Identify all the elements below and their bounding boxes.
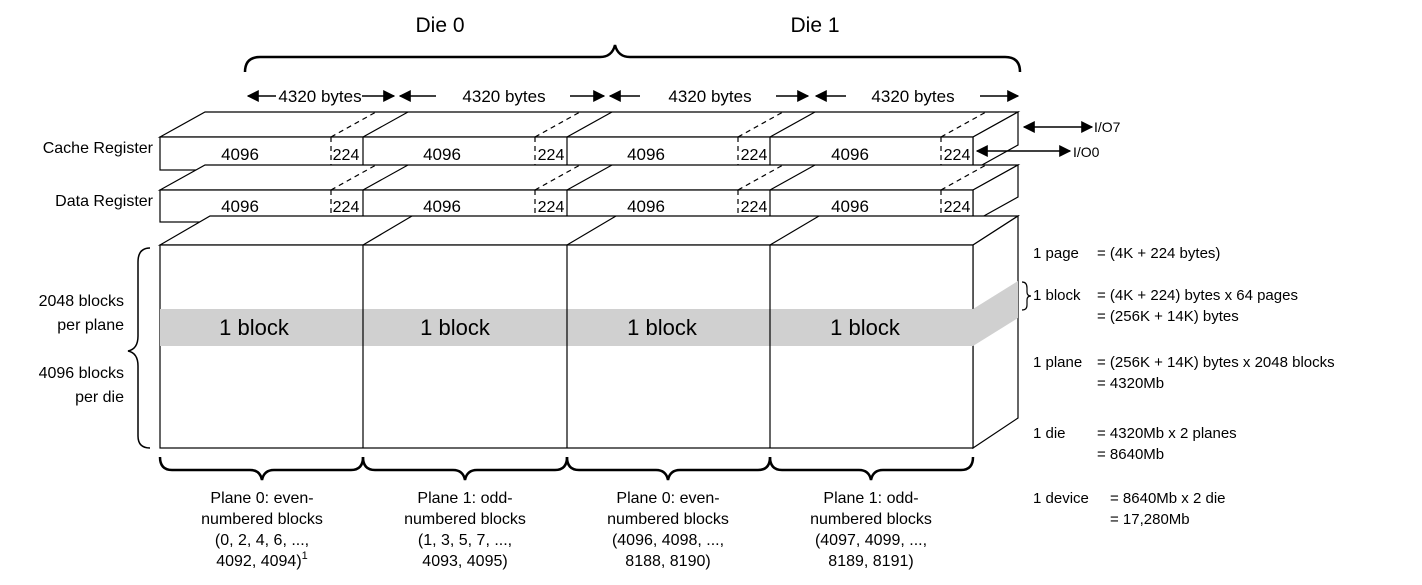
data-cell-spare-3: 224: [741, 199, 768, 216]
block-array: [157, 214, 1021, 450]
plane-1-line1: Plane 0: even-: [210, 490, 313, 507]
plane-3-line4: 8188, 8190): [625, 553, 710, 570]
eq-device-term: 1 device: [1033, 490, 1089, 507]
eq-page-line1: = (4K + 224 bytes): [1097, 245, 1220, 262]
plane-descriptions: Plane 0: even- numbered blocks (0, 2, 4,…: [201, 490, 932, 570]
blocks-per-die-line1: 4096 blocks: [39, 365, 124, 382]
io-arrows: [975, 121, 1094, 157]
data-cell-main-2: 4096: [423, 197, 461, 216]
left-brace: [127, 247, 151, 449]
bytes-label-2: 4320 bytes: [462, 87, 545, 106]
die-0-label: Die 0: [415, 14, 464, 37]
plane-1-line2: numbered blocks: [201, 511, 323, 528]
plane-4-line2: numbered blocks: [810, 511, 932, 528]
plane-2-line1: Plane 1: odd-: [417, 490, 512, 507]
eq-device-line1: = 8640Mb x 2 die: [1110, 490, 1226, 507]
plane-braces: [158, 456, 975, 481]
io7-label: I/O7: [1094, 119, 1121, 135]
cache-register: [157, 110, 1021, 172]
data-register-label: Data Register: [55, 193, 153, 210]
data-register: [157, 163, 1021, 224]
blocks-per-plane-line2: per plane: [57, 317, 124, 334]
plane-4-line4: 8189, 8191): [828, 553, 913, 570]
data-cell-spare-2: 224: [538, 199, 565, 216]
cache-cell-spare-1: 224: [333, 147, 360, 164]
plane-3-line3: (4096, 4098, ...,: [612, 532, 724, 549]
eq-page-term: 1 page: [1033, 245, 1079, 262]
eq-device-line2: = 17,280Mb: [1110, 511, 1190, 528]
eq-block-line2: = (256K + 14K) bytes: [1097, 308, 1239, 325]
cache-cell-main-4: 4096: [831, 145, 869, 164]
data-cell-main-4: 4096: [831, 197, 869, 216]
plane-2-line2: numbered blocks: [404, 511, 526, 528]
eq-die-term: 1 die: [1033, 425, 1066, 442]
cache-cell-spare-2: 224: [538, 147, 565, 164]
bytes-label-4: 4320 bytes: [871, 87, 954, 106]
data-cell-main-1: 4096: [221, 197, 259, 216]
plane-2-line4: 4093, 4095): [422, 553, 507, 570]
plane-1-line3: (0, 2, 4, 6, ...,: [215, 532, 309, 549]
bytes-label-1: 4320 bytes: [278, 87, 361, 106]
cache-cell-main-1: 4096: [221, 145, 259, 164]
eq-plane-line2: = 4320Mb: [1097, 375, 1164, 392]
plane-3-line1: Plane 0: even-: [616, 490, 719, 507]
cache-cell-main-3: 4096: [627, 145, 665, 164]
cache-register-label: Cache Register: [43, 140, 154, 157]
eq-block-term: 1 block: [1033, 287, 1081, 304]
eq-plane-term: 1 plane: [1033, 354, 1082, 371]
eq-die-line1: = 4320Mb x 2 planes: [1097, 425, 1237, 442]
cache-cell-spare-4: 224: [944, 147, 971, 164]
plane-1-line4-text: 4092, 4094): [216, 553, 301, 570]
cache-cell-spare-3: 224: [741, 147, 768, 164]
block-label-4: 1 block: [830, 315, 901, 340]
blocks-per-die-line2: per die: [75, 389, 124, 406]
block-label-3: 1 block: [627, 315, 698, 340]
cache-cell-main-2: 4096: [423, 145, 461, 164]
capacity-equations: 1 page = (4K + 224 bytes) 1 block = (4K …: [1033, 245, 1335, 528]
die-1-brace: [630, 55, 1022, 73]
cache-register-cells: 4096 224 4096 224 4096 224 4096 224: [221, 145, 970, 164]
plane-1-line4: 4092, 4094)1: [216, 550, 308, 570]
eq-block-line1: = (4K + 224) bytes x 64 pages: [1097, 287, 1298, 304]
bytes-label-3: 4320 bytes: [668, 87, 751, 106]
die-0-brace: [243, 44, 631, 73]
die-1-label: Die 1: [790, 14, 839, 37]
eq-plane-line1: = (256K + 14K) bytes x 2048 blocks: [1097, 354, 1335, 371]
blocks-per-plane-line1: 2048 blocks: [39, 293, 124, 310]
data-cell-spare-4: 224: [944, 199, 971, 216]
eq-die-line2: = 8640Mb: [1097, 446, 1164, 463]
block-label-1: 1 block: [219, 315, 290, 340]
block-brace: [1021, 281, 1032, 311]
block-band-side: [973, 281, 1018, 346]
data-cell-spare-1: 224: [333, 199, 360, 216]
plane-2-line3: (1, 3, 5, 7, ...,: [418, 532, 512, 549]
plane-4-line3: (4097, 4099, ...,: [815, 532, 927, 549]
plane-4-line1: Plane 1: odd-: [823, 490, 918, 507]
data-register-cells: 4096 224 4096 224 4096 224 4096 224: [221, 197, 970, 216]
io0-label: I/O0: [1073, 144, 1100, 160]
data-cell-main-3: 4096: [627, 197, 665, 216]
plane-3-line2: numbered blocks: [607, 511, 729, 528]
footnote-marker: 1: [302, 550, 308, 562]
block-label-2: 1 block: [420, 315, 491, 340]
